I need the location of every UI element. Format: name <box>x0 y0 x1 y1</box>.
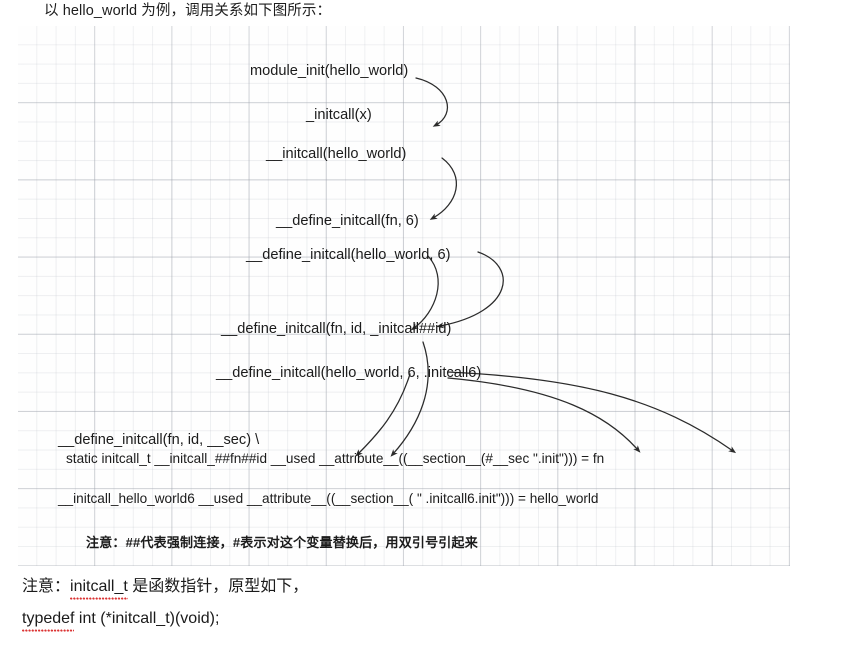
arrow-define-initcall6-to-body <box>355 373 411 457</box>
tail-typedef-keyword: typedef <box>22 607 75 632</box>
diagram-line-initcall-x: _initcall(x) <box>306 107 372 123</box>
diagram-line-define-initcall-fn-id-sec: __define_initcall(fn, id, _initcall##id) <box>221 321 452 337</box>
tail-note-prefix: 注意： <box>22 578 71 595</box>
diagram-line-initcall-hello-world: __initcall(hello_world) <box>266 146 407 162</box>
diagram-line-module-init: module_init(hello_world) <box>250 63 409 79</box>
tail-typedef-line: typedef int (*initcall_t)(void); <box>22 607 219 632</box>
arrow-module-init-to-initcall <box>415 77 449 127</box>
arrow-sec-to-init-section <box>447 371 737 454</box>
diagram-line-define-initcall-hello-6-initcall6: __define_initcall(hello_world, 6, .initc… <box>216 365 482 381</box>
diagram-line-define-initcall-hello6: __define_initcall(hello_world, 6) <box>246 247 451 263</box>
diagram-line-expanded-result: __initcall_hello_world6 __used __attribu… <box>58 491 599 506</box>
diagram-line-macro-signature: __define_initcall(fn, id, __sec) \ <box>58 432 260 448</box>
arrow-defineid-to-macro-body <box>390 341 429 457</box>
arrow-initcall-to-define <box>429 157 458 220</box>
diagram-canvas: module_init(hello_world) _initcall(x) __… <box>18 26 790 566</box>
diagram-line-define-initcall-fn6: __define_initcall(fn, 6) <box>276 213 419 229</box>
tail-note-code-initcall-t: initcall_t <box>70 575 128 600</box>
arrow-sec-to-fn <box>447 377 641 453</box>
tail-typedef-rest: int (*initcall_t)(void); <box>74 610 220 627</box>
diagram-note-chinese: 注意：##代表强制连接，#表示对这个变量替换后，用双引号引起来 <box>86 535 478 550</box>
arrow-overlay <box>355 77 737 457</box>
arrow-define6-inner <box>410 255 439 331</box>
tail-note-line: 注意：initcall_t 是函数指针，原型如下， <box>22 575 308 600</box>
tail-note-suffix: 是函数指针，原型如下， <box>127 578 309 595</box>
intro-paragraph: 以 hello_world 为例，调用关系如下图所示： <box>44 3 332 19</box>
diagram-line-macro-body: static initcall_t __initcall_##fn##id __… <box>66 451 605 466</box>
